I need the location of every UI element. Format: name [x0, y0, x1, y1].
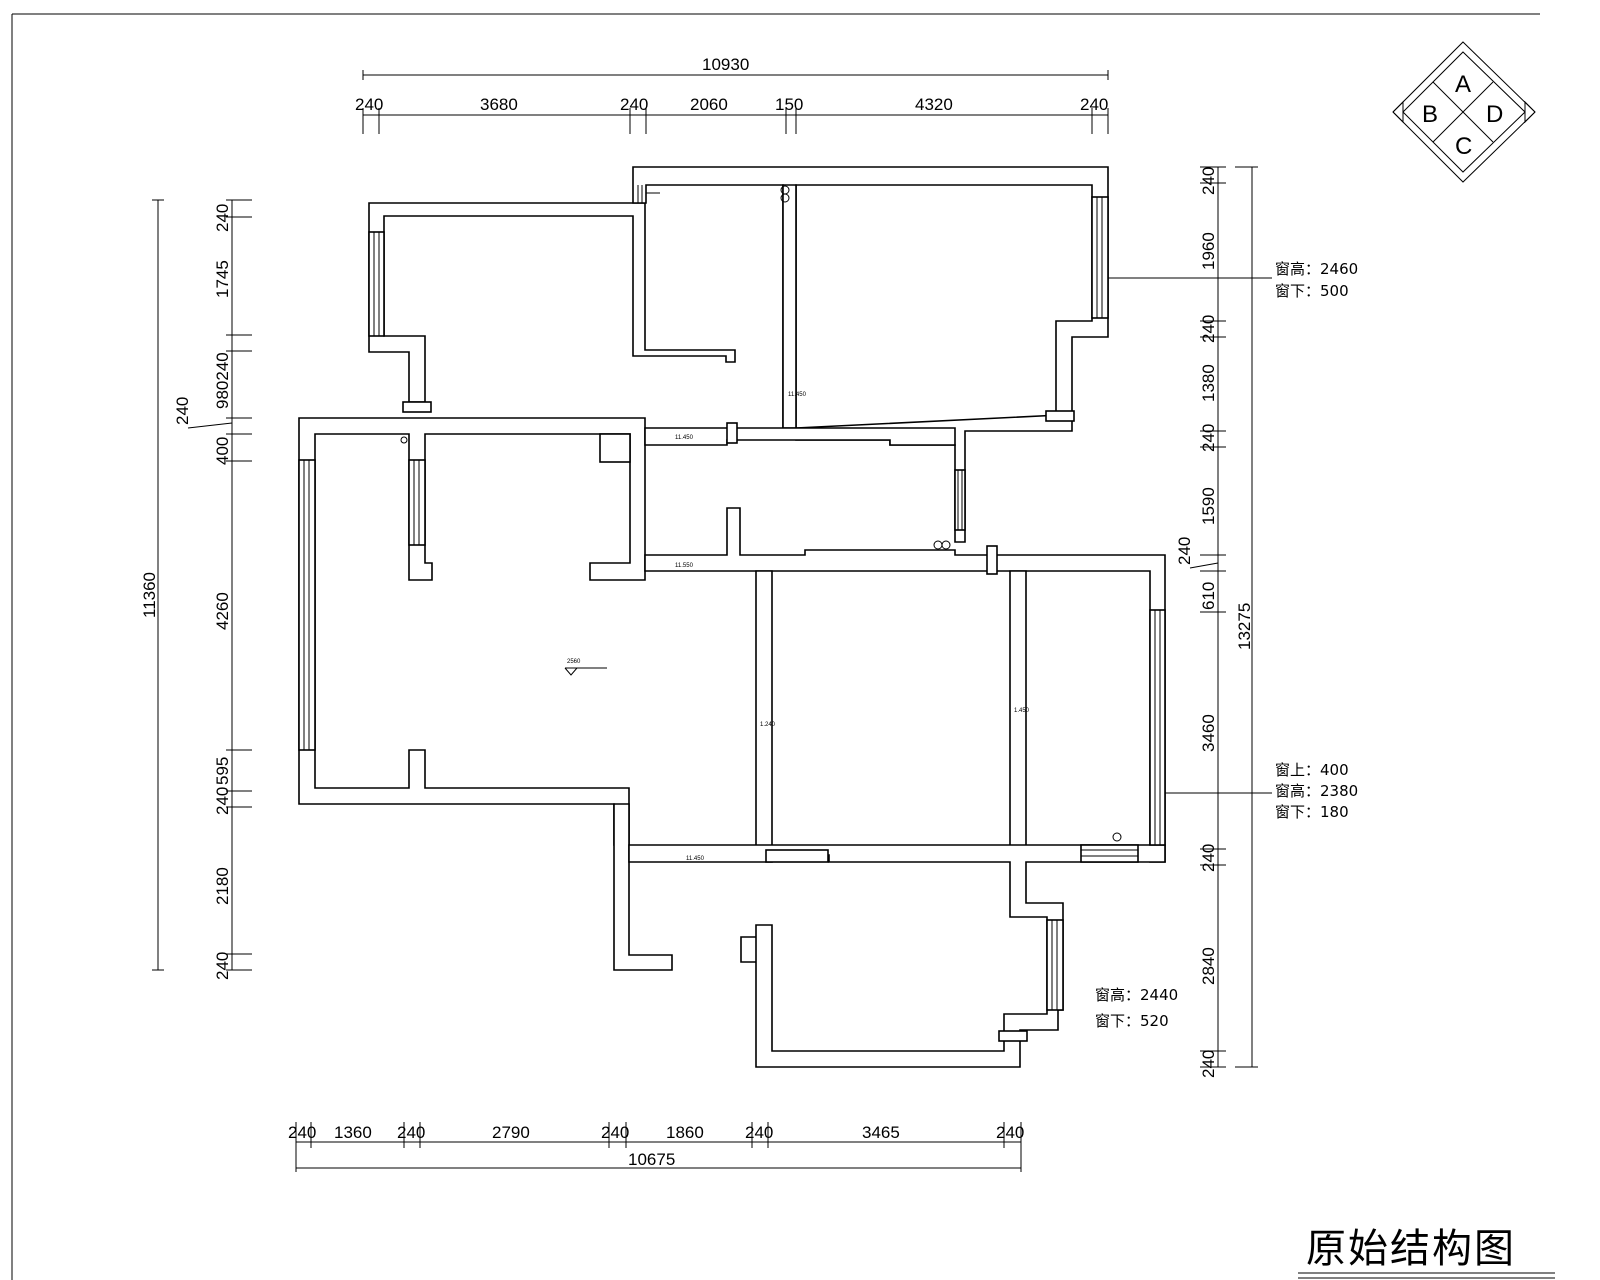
- dim-bottom-seg-8: 3465: [862, 1123, 900, 1142]
- dim-left-seg-3: 980240: [213, 352, 232, 409]
- dim-right-seg-6: 1590: [1199, 487, 1218, 525]
- elev-mark-3: 11.550: [675, 563, 694, 569]
- dim-right-seg-5: 240: [1199, 424, 1218, 452]
- window-top-right-bedroom: [1091, 196, 1109, 319]
- windows: [298, 196, 1166, 1011]
- drawing-frame: [11, 13, 1540, 1280]
- window-2-height: 窗高：2380: [1275, 782, 1358, 800]
- elev-mark-5: 1.240: [760, 722, 776, 728]
- window-3-sill: 窗下：520: [1095, 1012, 1169, 1030]
- window-1-sill: 窗下：500: [1275, 282, 1349, 300]
- window-bath-bottom: [1080, 844, 1139, 863]
- dim-left-seg-8: 240: [213, 787, 232, 815]
- dim-bottom-seg-3: 240: [397, 1123, 425, 1142]
- elev-mark-4: 2560: [567, 659, 581, 665]
- window-3-height: 窗高：2440: [1095, 986, 1178, 1004]
- wall-bedroom-top-left: [368, 202, 736, 403]
- dim-right-seg-4: 1380: [1199, 364, 1218, 402]
- dim-bottom-seg-7: 240: [745, 1123, 773, 1142]
- window-bottom-room: [1046, 919, 1064, 1011]
- dimension-right: 13275 240 1960 240 1380 240 1590 240 610…: [1175, 166, 1258, 1078]
- dim-left-total: 11360: [140, 572, 159, 618]
- dim-right-seg-7: 240: [1175, 537, 1194, 565]
- window-2-top: 窗上：400: [1275, 761, 1349, 779]
- dimension-bottom: 240 1360 240 2790 240 1860 240 3465 240 …: [288, 1122, 1024, 1172]
- window-living-inner: [408, 459, 426, 546]
- dim-left-seg-4: 240: [173, 397, 192, 425]
- dim-right-seg-2: 1960: [1199, 232, 1218, 270]
- dim-top-seg-4: 2060: [690, 95, 728, 114]
- dimension-left: 11360 240 1745 980240 240 400 4260 595 2…: [140, 199, 252, 980]
- dim-top-total: 10930: [702, 55, 749, 74]
- dim-right-total: 13275: [1235, 603, 1254, 650]
- dim-right-seg-12: 240: [1199, 1050, 1218, 1078]
- wall-living-room: [298, 417, 646, 846]
- compass-label-a: A: [1455, 71, 1471, 98]
- compass-label-c: C: [1455, 133, 1472, 160]
- elev-mark-1: 11.450: [788, 392, 807, 398]
- compass-label-d: D: [1486, 101, 1503, 128]
- window-corridor: [954, 469, 966, 531]
- window-right-bedroom: [1149, 609, 1166, 846]
- dim-left-seg-1: 240: [213, 204, 232, 232]
- walls: [298, 166, 1166, 1068]
- drawing-title: 原始结构图: [1306, 1226, 1516, 1272]
- elev-mark-7: 11.450: [686, 856, 705, 862]
- fixtures: [400, 185, 1122, 1042]
- dim-left-seg-2: 1745: [213, 260, 232, 298]
- dim-left-seg-10: 240: [213, 952, 232, 980]
- dim-left-seg-5: 400: [213, 437, 232, 465]
- elev-mark-2: 11.450: [675, 435, 694, 441]
- dim-bottom-seg-9: 240: [996, 1123, 1024, 1142]
- dim-left-seg-6: 4260: [213, 592, 232, 630]
- window-living-left: [298, 459, 316, 751]
- dim-right-seg-11: 2840: [1199, 947, 1218, 985]
- window-1-height: 窗高：2460: [1275, 260, 1358, 278]
- window-2-sill: 窗下：180: [1275, 803, 1349, 821]
- dim-top-seg-6: 4320: [915, 95, 953, 114]
- dim-top-seg-5: 150: [775, 95, 803, 114]
- dimension-top: 10930 240 3680 240 2060 150 4320 240: [355, 55, 1109, 134]
- window-annotations: 窗高：2460 窗下：500 窗上：400 窗高：2380 窗下：180 窗高：…: [1095, 260, 1358, 1030]
- orientation-compass: A B D C: [1392, 41, 1536, 183]
- dim-left-seg-7: 595: [213, 757, 232, 785]
- compass-label-b: B: [1422, 101, 1438, 128]
- wall-corridor-lower: [644, 507, 1166, 863]
- dim-right-seg-8: 610: [1199, 582, 1218, 610]
- dim-right-seg-3: 240: [1199, 315, 1218, 343]
- wall-middle-bedroom-left: [755, 570, 773, 850]
- elevation-marks: 11.450 11.450 11.550 2560 1.240 1.450 11…: [564, 392, 1030, 862]
- wall-bedrooms-bottom: [628, 844, 1166, 1068]
- dim-right-seg-10: 240: [1199, 844, 1218, 872]
- dim-top-seg-3: 240: [620, 95, 648, 114]
- title-block: 原始结构图: [1298, 1226, 1555, 1279]
- dim-bottom-seg-5: 240: [601, 1123, 629, 1142]
- dim-top-seg-2: 3680: [480, 95, 518, 114]
- dim-left-seg-9: 2180: [213, 867, 232, 905]
- dim-right-seg-9: 3460: [1199, 714, 1218, 752]
- elev-mark-6: 1.450: [1014, 708, 1030, 714]
- dim-bottom-seg-1: 240: [288, 1123, 316, 1142]
- dim-bottom-total: 10675: [628, 1150, 675, 1169]
- window-top-left-bedroom: [368, 231, 385, 337]
- dim-top-seg-7: 240: [1080, 95, 1108, 114]
- wall-living-lower: [613, 803, 673, 971]
- dim-right-seg-1: 240: [1199, 167, 1218, 195]
- dim-bottom-seg-2: 1360: [334, 1123, 372, 1142]
- dim-top-seg-1: 240: [355, 95, 383, 114]
- dim-bottom-seg-4: 2790: [492, 1123, 530, 1142]
- wall-corridor: [644, 427, 956, 446]
- dim-bottom-seg-6: 1860: [666, 1123, 704, 1142]
